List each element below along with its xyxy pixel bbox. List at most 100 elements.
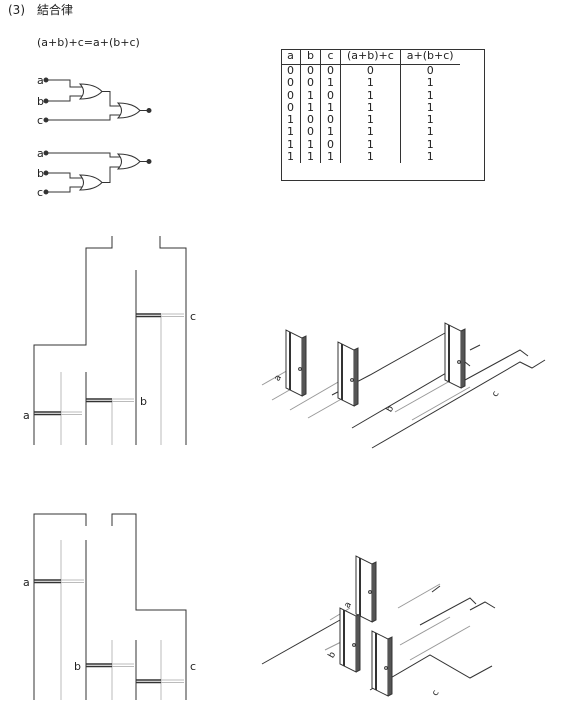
table-cell: 1: [300, 138, 321, 152]
header-c: c: [320, 49, 341, 65]
plan-top-door-c-ghost: [161, 313, 184, 317]
plan-top-label-a: a: [23, 409, 30, 422]
iso-top-floor-line: [289, 380, 341, 411]
wire-c: [46, 186, 82, 193]
table-cell: 1: [399, 101, 460, 115]
table-cell: 1: [399, 150, 460, 164]
table-cell: 1: [287, 137, 294, 151]
table-cell: 1: [320, 126, 341, 139]
header-a: a: [281, 49, 301, 65]
table-cell: 0: [399, 64, 460, 78]
iso-top-door-b: [337, 341, 359, 407]
circuit-top-label-b: b: [37, 95, 44, 108]
table-cell: 1: [287, 150, 294, 164]
table-cell: 0: [300, 64, 321, 78]
plan-top-outer-wall-right: [159, 236, 187, 445]
plan-bottom-label-a: a: [23, 576, 30, 589]
plan-bottom-label-b: b: [74, 660, 81, 673]
table-cell: 1: [340, 113, 401, 127]
iso-bottom-door-left: [339, 607, 361, 673]
circuit-top-label-c: c: [37, 114, 44, 127]
plan-bottom-door-a-ghost: [61, 579, 84, 583]
header-right-assoc: a+(b+c): [399, 49, 460, 65]
iso-bottom-door-top: [355, 555, 377, 623]
plan-bottom-door-c: [136, 679, 161, 684]
or-gate-2: [116, 102, 141, 119]
plan-bottom-door-c-ghost: [161, 679, 184, 683]
table-cell: 1: [340, 150, 401, 164]
wire-b: [46, 172, 82, 179]
table-cell: 1: [340, 76, 401, 90]
plan-top-door-b-ghost: [112, 398, 134, 402]
iso-bottom-front-wall: [369, 654, 493, 691]
table-cell: 0: [287, 100, 294, 114]
table-cell: 0: [300, 126, 321, 139]
output-terminal: [146, 159, 152, 164]
wire-or1-out: [102, 166, 120, 183]
or-gate-1: [78, 83, 103, 100]
table-cell: 0: [320, 113, 341, 127]
table-cell: 1: [300, 89, 321, 102]
table-cell: 1: [320, 150, 341, 164]
table-cell: 1: [300, 101, 321, 115]
iso-top-floor-line: [261, 368, 291, 386]
plan-top-door-a-ghost: [61, 411, 82, 415]
iso-top: [261, 322, 546, 449]
table-cell: 1: [340, 138, 401, 152]
table-cell: 0: [340, 64, 401, 78]
table-header-row: a b c (a+b)+c a+(b+c): [281, 49, 460, 65]
table-cell: 1: [399, 113, 460, 127]
table-cell: 0: [287, 88, 294, 102]
circuit-bottom-label-a: a: [37, 147, 44, 160]
table-cell: 1: [340, 101, 401, 115]
plan-top: [33, 236, 187, 445]
associative-formula: (a+b)+c=a+(b+c): [37, 36, 140, 49]
circuit-top: [43, 77, 152, 123]
table-cell: 1: [399, 126, 460, 139]
table-cell: 0: [287, 76, 294, 90]
plan-top-label-c: c: [190, 310, 197, 323]
iso-bottom-back-wall: [431, 585, 441, 593]
header-b: b: [300, 49, 321, 65]
iso-bottom-right-wall: [419, 597, 496, 626]
plan-top-label-b: b: [140, 395, 147, 408]
wire-c: [46, 114, 120, 121]
iso-top-door-a: [285, 329, 307, 397]
iso-bottom-floor-line: [409, 625, 471, 661]
iso-bottom: [261, 555, 496, 697]
iso-bottom-door-right: [371, 630, 393, 697]
table-cell: 0: [320, 138, 341, 152]
plan-top-outer-wall-left: [33, 236, 113, 445]
iso-top-front-wall-upper: [464, 349, 529, 381]
iso-top-floor-line: [411, 386, 471, 421]
table-cell: 1: [320, 76, 341, 90]
table-cell: 0: [320, 89, 341, 102]
output-terminal: [146, 108, 152, 113]
plan-bottom-outer-wall-left: [33, 513, 87, 700]
table-cell: 1: [340, 89, 401, 102]
table-cell: 1: [287, 125, 294, 139]
plan-bottom: [33, 513, 187, 700]
circuit-bottom-label-b: b: [37, 167, 44, 180]
table-cell: 1: [399, 76, 460, 90]
plan-top-door-c: [136, 313, 161, 318]
plan-bottom-door-a: [34, 579, 61, 584]
circuit-bottom-label-c: c: [37, 186, 44, 199]
iso-bottom-left-wall: [261, 619, 341, 665]
plan-bottom-label-c: c: [190, 660, 197, 673]
wire-a: [46, 152, 120, 158]
header-left-assoc: (a+b)+c: [340, 49, 401, 65]
table-cell: 0: [300, 113, 321, 127]
section-heading: (3) 結合律: [8, 3, 73, 17]
circuit-bottom: [43, 150, 152, 195]
plan-bottom-door-b-ghost: [112, 663, 134, 667]
table-cell: 0: [320, 64, 341, 78]
